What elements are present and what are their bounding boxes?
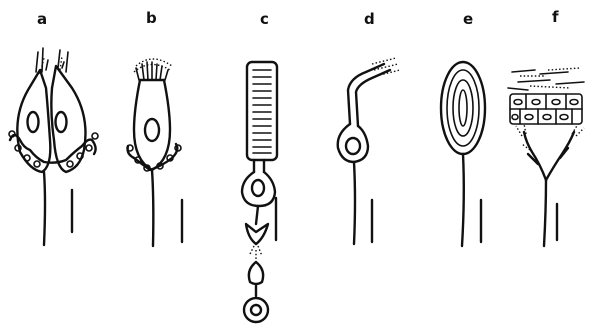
- panel-f-cell: [508, 68, 584, 246]
- panel-c-cell: [242, 62, 277, 322]
- panel-label-a: a: [37, 10, 47, 28]
- panel-d: d: [338, 10, 400, 244]
- panel-label-d: d: [364, 10, 375, 28]
- panel-b-cell: [127, 59, 181, 246]
- panel-label-c: c: [260, 10, 269, 28]
- panel-c: c: [242, 10, 277, 322]
- panel-a: a: [9, 10, 98, 245]
- panel-a-cell-pair: [9, 48, 98, 245]
- panel-label-e: e: [463, 10, 473, 28]
- panel-e-cell: [441, 62, 485, 246]
- panel-label-b: b: [146, 9, 157, 27]
- panel-label-f: f: [552, 8, 559, 26]
- panel-d-cell: [338, 58, 400, 244]
- panel-b: b: [127, 9, 182, 246]
- panel-e: e: [441, 10, 485, 246]
- panel-f: f: [508, 8, 584, 246]
